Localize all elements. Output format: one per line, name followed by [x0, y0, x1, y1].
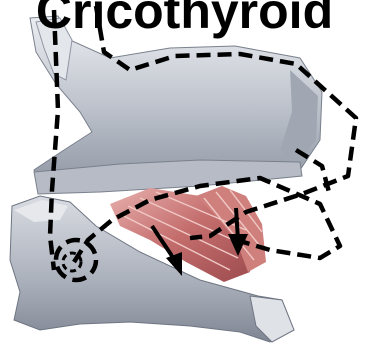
diagram-title: Cricothyroid [0, 0, 369, 36]
